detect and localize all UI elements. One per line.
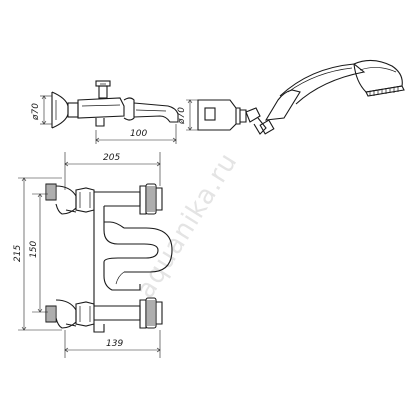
side-view-mixer: ø70 100 — [31, 80, 179, 144]
front-view-mixer: 205 215 150 — [13, 152, 173, 358]
dim-top-left-diameter: ø70 — [31, 103, 41, 121]
dim-overall-width: 205 — [103, 153, 120, 163]
dim-bottom-width: 139 — [106, 339, 123, 349]
watermark-text: aquanika.ru — [130, 147, 243, 303]
dim-overall-height: 215 — [13, 245, 23, 262]
dim-top-spout-length: 100 — [130, 129, 147, 139]
shower-head-view: ø70 — [177, 59, 405, 135]
dim-inner-height: 150 — [29, 241, 39, 258]
dim-top-right-diameter: ø70 — [177, 107, 187, 125]
